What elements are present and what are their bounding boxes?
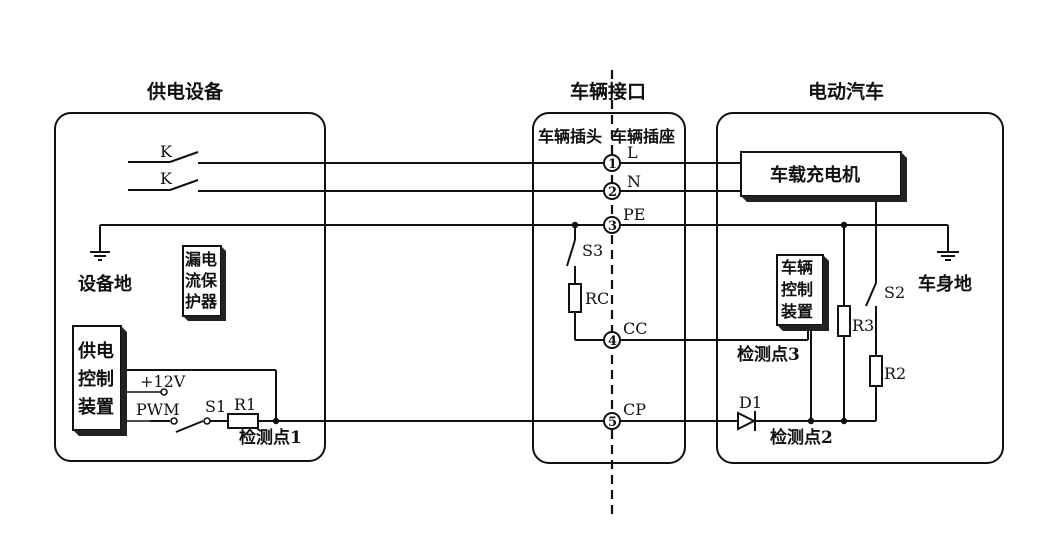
signal-CC-label: CC <box>623 319 647 338</box>
onboard-charger <box>740 151 907 202</box>
supply-equipment-frame <box>54 112 326 462</box>
leakage-protector <box>182 245 226 321</box>
switch-s3-label: S3 <box>582 241 603 260</box>
signal-CP-label: CP <box>623 400 646 419</box>
line-N <box>128 179 741 192</box>
cc-circuit <box>566 221 809 341</box>
vehicle-control-line2: 控制 <box>781 280 813 299</box>
pwm-path <box>127 413 738 433</box>
resistor-r3-label: R3 <box>852 316 874 335</box>
leakage-protector-line3: 护器 <box>185 292 218 311</box>
pin-2: 2 <box>603 182 621 200</box>
supply-control-line1: 供电 <box>77 340 114 362</box>
s2-branch <box>865 202 883 421</box>
vehicle-body-earth-icon <box>937 251 959 261</box>
pwm-label: PWM <box>136 400 180 419</box>
signal-L-label: L <box>627 143 638 162</box>
line-PE <box>99 224 949 252</box>
svg-text:3: 3 <box>608 219 617 234</box>
vehicle-interface-frame <box>532 112 686 464</box>
vehicle-control-line3: 装置 <box>780 302 813 321</box>
plus12v-wire <box>127 369 277 420</box>
section-title-ev: 电动汽车 <box>808 80 884 103</box>
line-L <box>128 151 741 164</box>
diode-d1 <box>737 411 876 431</box>
signal-PE-label: PE <box>623 205 645 224</box>
onboard-charger-label: 车载充电机 <box>770 164 860 186</box>
vehicle-control-line1: 车辆 <box>781 258 813 277</box>
switch-k2-label: K <box>160 169 173 188</box>
switch-k1-label: K <box>160 142 173 161</box>
supply-control-line2: 控制 <box>78 368 114 390</box>
vehicle-body-earth-label: 车身地 <box>918 273 972 295</box>
socket-label: 车辆插座 <box>611 127 675 146</box>
equipment-earth-icon <box>90 251 110 261</box>
supply-control-device <box>72 325 127 436</box>
pin-5: 5 <box>603 412 621 430</box>
svg-text:2: 2 <box>608 185 617 200</box>
svg-text:4: 4 <box>608 334 617 349</box>
equipment-earth-label: 设备地 <box>78 273 132 295</box>
r3-branch <box>837 221 851 421</box>
pin-1: 1 <box>603 154 621 172</box>
signal-N-label: N <box>627 172 641 191</box>
switch-s1-label: S1 <box>205 397 226 416</box>
diode-d1-label: D1 <box>739 393 762 412</box>
leakage-protector-line2: 流保 <box>185 271 218 290</box>
electric-vehicle-frame <box>716 112 1004 464</box>
resistor-r1-label: R1 <box>234 395 256 414</box>
pin-4: 4 <box>603 331 621 349</box>
test-point-1-label: 检测点1 <box>239 427 302 448</box>
section-title-supply: 供电设备 <box>146 80 224 103</box>
leakage-protector-line1: 漏电 <box>185 250 217 269</box>
section-title-interface: 车辆接口 <box>570 80 646 103</box>
test-point-3-label: 检测点3 <box>737 344 800 365</box>
switch-s2-label: S2 <box>884 283 905 302</box>
supply-control-line3: 装置 <box>78 396 114 418</box>
svg-text:1: 1 <box>608 157 617 172</box>
resistor-r2-label: R2 <box>884 364 906 383</box>
pin-3: 3 <box>603 216 621 234</box>
plus12v-label: +12V <box>140 372 186 391</box>
vehicle-control-device <box>776 254 829 421</box>
test-point-2-label: 检测点2 <box>770 427 833 448</box>
plug-label: 车辆插头 <box>538 127 602 146</box>
svg-text:5: 5 <box>608 415 617 430</box>
resistor-rc-label: RC <box>585 289 609 308</box>
